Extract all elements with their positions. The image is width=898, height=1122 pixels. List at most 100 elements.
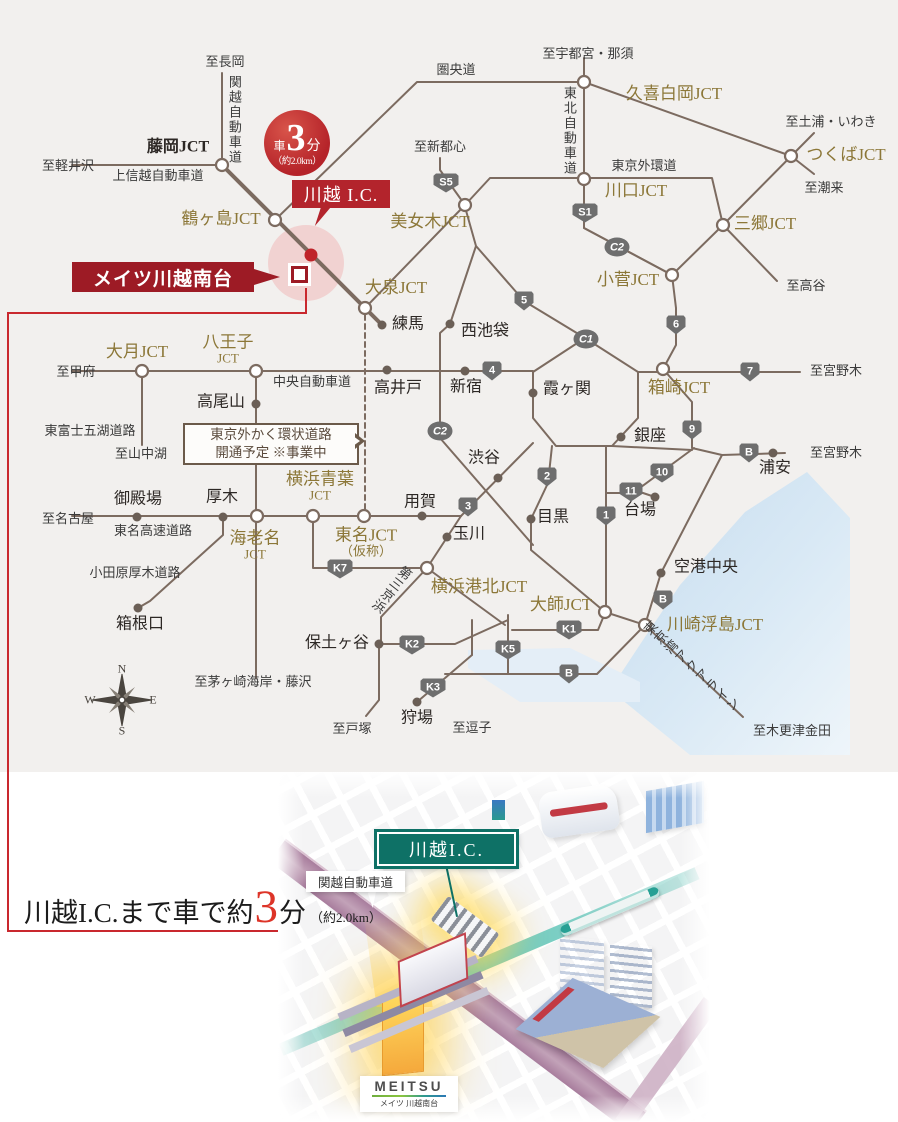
map-label: つくばJCT [806, 145, 886, 165]
map-label: 小菅JCT [596, 270, 660, 290]
compass-icon [91, 673, 153, 727]
map-label: 新宿 [449, 378, 483, 396]
map-label: 藤岡JCT [146, 138, 210, 156]
route-badge: 2 [537, 467, 557, 487]
route-badge: B [559, 664, 579, 684]
map-label: 大月JCT [105, 342, 169, 362]
meitsu-logo: MEITSU メイツ 川越南台 [360, 1076, 458, 1112]
route-badge: K7 [327, 559, 353, 579]
map-label: 高尾山 [196, 393, 246, 411]
map-label: 三郷JCT [733, 214, 797, 234]
map-label: 鶴ヶ島JCT [181, 209, 261, 229]
drive-time-number: 3 [286, 116, 306, 159]
map-label: 至宮野木 [809, 363, 863, 379]
route-badge: C1 [573, 329, 599, 349]
route-badge: B [653, 590, 673, 610]
map-label: 目黒 [536, 508, 570, 526]
route-badge: S5 [433, 173, 459, 193]
map-label: 至宇都宮・那須 [542, 46, 634, 62]
compass-n: N [117, 661, 127, 676]
logo-subtitle: メイツ 川越南台 [379, 1099, 439, 1109]
map-label: 至戸塚 [332, 721, 372, 737]
route-badge: 11 [619, 482, 643, 502]
map-label: 至宮野木 [809, 445, 863, 461]
drive-distance: （約2.0km） [272, 156, 322, 167]
store-sign [492, 800, 505, 820]
map-label: 小田原厚木道路 [89, 565, 181, 581]
compass-w: W [84, 692, 96, 707]
map-label: 大泉JCT [364, 278, 428, 298]
map-label: 保土ヶ谷 [304, 634, 370, 652]
map-label: 関越自動車道 [226, 75, 242, 165]
map-label: 厚木 [205, 488, 239, 506]
map-label: 至潮来 [804, 180, 844, 196]
map-label: 至山中湖 [114, 446, 168, 462]
access-distance: （約2.0km） [310, 910, 382, 925]
compass-s: S [118, 723, 126, 738]
map-label: 大師JCT [529, 595, 593, 615]
map-label: 高井戸 [373, 379, 423, 397]
property-marker [288, 263, 311, 286]
map-label: 箱崎JCT [647, 378, 711, 398]
map-label: 美女木JCT [390, 212, 470, 232]
gaikaku-line1: 東京外かく環状道路 [210, 427, 332, 443]
route-badge: 10 [650, 463, 674, 483]
access-number: 3 [254, 881, 279, 933]
illustration-ic-label: 川越I.C. [377, 832, 516, 866]
map-label: 用賀 [403, 493, 437, 511]
kawagoe-ic-label: 川越 I.C. [292, 180, 390, 208]
map-label: 至長岡 [205, 54, 245, 70]
map-label: 至逗子 [452, 720, 492, 736]
route-badge: 3 [458, 497, 478, 517]
gaikaku-line2: 開通予定 ※事業中 [215, 445, 327, 460]
compass-e: E [149, 692, 157, 707]
map-label: 至軽井沢 [41, 158, 95, 174]
logo-bar [372, 1095, 446, 1098]
route-badge: C2 [427, 421, 453, 441]
logo-name: MEITSU [374, 1078, 444, 1094]
map-label: 台場 [623, 501, 657, 519]
property-name-label: メイツ川越南台 [72, 262, 254, 292]
map-label: 銀座 [633, 427, 667, 445]
kawagoe-ic-dot [304, 248, 318, 262]
route-badge: 1 [596, 506, 616, 526]
gaikaku-pointer-inner [353, 436, 360, 446]
map-label: 川崎浮島JCT [666, 615, 764, 635]
map-label: 東名JCT（仮称） [334, 525, 398, 559]
map-label: 狩場 [400, 709, 434, 727]
map-label: 東京外環道 [611, 158, 677, 174]
map-label: 川口JCT [604, 181, 668, 201]
property-pointer [254, 269, 280, 285]
map-label: 東富士五湖道路 [44, 423, 136, 439]
access-prefix: 川越I.C.まで車で約 [24, 898, 254, 928]
illustration-road-label: 関越自動車道 [306, 871, 405, 892]
route-badge: K2 [399, 635, 425, 655]
gaikaku-notice-box: 東京外かく環状道路 開通予定 ※事業中 [183, 423, 359, 465]
map-label: 至木更津金田 [752, 723, 832, 739]
map-label: 上信越自動車道 [112, 168, 204, 184]
map-label: 練馬 [391, 315, 425, 333]
access-copy: 川越I.C.まで車で約 3 分 （約2.0km） [24, 881, 382, 933]
map-label: 至新都心 [413, 139, 467, 155]
map-label: 至土浦・いわき [785, 114, 877, 130]
map-label: 西池袋 [460, 322, 510, 340]
map-label: 空港中央 [673, 558, 739, 576]
route-badge: 7 [740, 362, 760, 382]
map-label: 久喜白岡JCT [625, 84, 723, 104]
drive-time-unit: 分 [306, 138, 321, 154]
street-grid [278, 772, 710, 1122]
map-label: 霞ヶ関 [542, 380, 592, 398]
map-label: 浦安 [758, 459, 792, 477]
map-label: 御殿場 [113, 490, 163, 508]
drive-time-badge: 車 3 分 （約2.0km） [264, 110, 330, 176]
route-badge: K1 [556, 620, 582, 640]
map-label: 至名古屋 [41, 511, 95, 527]
map-label: 渋谷 [467, 449, 501, 467]
tokyo-bay [610, 472, 850, 755]
route-badge: 5 [514, 291, 534, 311]
map-label: 至甲府 [56, 364, 96, 380]
